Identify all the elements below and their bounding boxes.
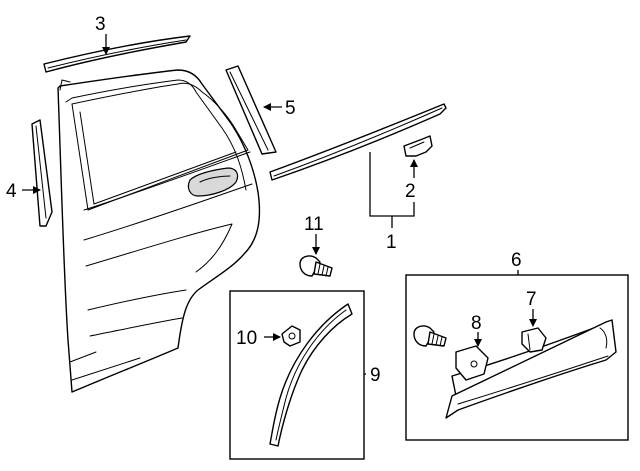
part-9-wheel-molding	[269, 303, 353, 447]
part-6-screw	[413, 325, 447, 347]
part-3-roof-molding	[43, 35, 191, 73]
part-2-clip	[403, 135, 433, 157]
part-9-box	[229, 290, 365, 460]
callout-7: 7	[526, 289, 537, 310]
part-1-belt-molding	[269, 103, 447, 181]
callout-5: 5	[285, 98, 296, 119]
callout-3: 3	[95, 14, 106, 35]
callout-numbers: 3 4 5 2 1 11 10 9 6 8 7	[6, 14, 537, 386]
part-11-screw	[299, 255, 333, 277]
part-7-clip	[521, 327, 547, 353]
callout-2: 2	[405, 181, 416, 202]
callout-8: 8	[471, 313, 482, 334]
part-6-box	[405, 274, 629, 441]
leader-lines	[22, 34, 537, 375]
callout-11: 11	[304, 214, 324, 235]
callout-4: 4	[6, 181, 17, 202]
part-5-rear-pillar-garnish	[225, 65, 277, 155]
part-6-door-molding	[445, 319, 617, 419]
callout-10: 10	[236, 328, 257, 349]
part-4-pillar-garnish	[31, 119, 53, 227]
callout-9: 9	[370, 365, 381, 386]
callout-6: 6	[511, 250, 522, 271]
rear-door	[57, 69, 261, 393]
callout-1: 1	[386, 232, 397, 253]
part-10-clip	[281, 325, 301, 347]
